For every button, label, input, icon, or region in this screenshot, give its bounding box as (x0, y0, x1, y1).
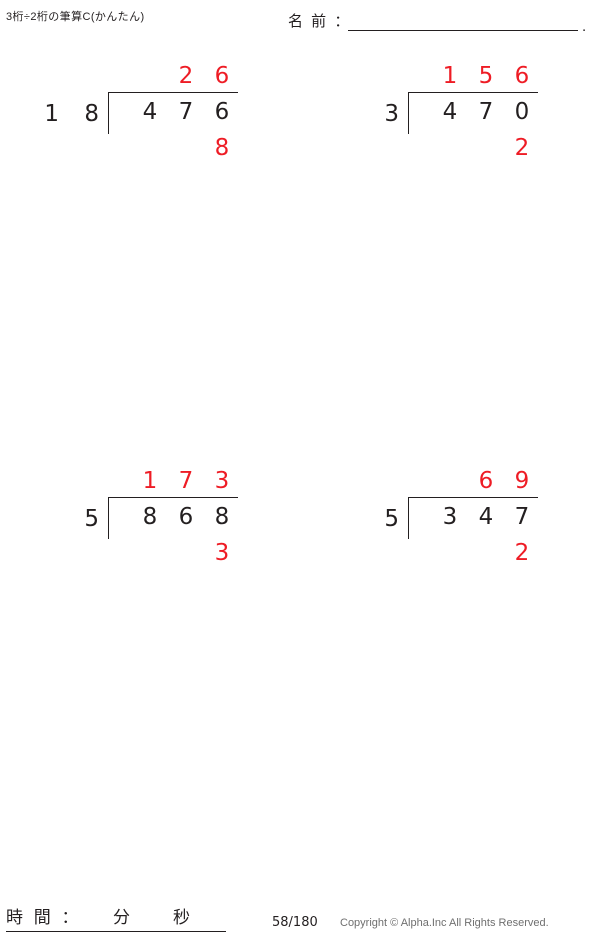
name-input[interactable] (348, 30, 578, 31)
remainder-digit: 3 (214, 540, 230, 566)
page-title: 3桁÷2桁の筆算C(かんたん) (6, 11, 145, 23)
dividend-row: 8 6 8 (118, 504, 240, 530)
remainder-row: 2 (418, 540, 540, 566)
remainder-digit: 2 (514, 135, 530, 161)
dividend-digit: 8 (142, 504, 158, 530)
time-label: 時 間 ： 分 秒 (6, 908, 193, 927)
time-field[interactable]: 時 間 ： 分 秒 (6, 901, 226, 932)
dividend-row: 4 7 6 (118, 99, 240, 125)
quotient-row: 6 9 (418, 468, 540, 494)
name-label: 名 前 ： (288, 13, 352, 30)
divisor: 3 (384, 101, 408, 127)
dividend-digit: 4 (142, 99, 158, 125)
quotient-digit: 2 (178, 63, 194, 89)
dividend-digit: 7 (178, 99, 194, 125)
quotient-digit: 6 (214, 63, 230, 89)
quotient-digit: 3 (214, 468, 230, 494)
worksheet-header: 3桁÷2桁の筆算C(かんたん) 名 前 ： . (0, 0, 600, 46)
division-problem-3: 5 1 7 3 8 6 8 3 (0, 460, 300, 580)
remainder-digit: 2 (514, 540, 530, 566)
dividend-row: 3 4 7 (418, 504, 540, 530)
name-field: 名 前 ： . (288, 8, 594, 36)
division-problem-2: 3 1 5 6 4 7 0 2 (300, 55, 600, 175)
dividend-digit: 0 (514, 99, 530, 125)
dividend-digit: 4 (478, 504, 494, 530)
dividend-digit: 7 (478, 99, 494, 125)
division-problem-1: 1 8 2 6 4 7 6 8 (0, 55, 300, 175)
quotient-row: 1 7 3 (118, 468, 240, 494)
division-bracket-icon (108, 92, 238, 134)
quotient-row: 2 6 (118, 63, 240, 89)
dividend-digit: 6 (178, 504, 194, 530)
remainder-row: 8 (118, 135, 240, 161)
divisor: 1 8 (44, 101, 108, 127)
dividend-digit: 7 (514, 504, 530, 530)
worksheet-footer: 時 間 ： 分 秒 58/180 Copyright © Alpha.Inc A… (0, 896, 600, 944)
divisor: 5 (84, 506, 108, 532)
quotient-digit: 5 (478, 63, 494, 89)
dividend-digit: 6 (214, 99, 230, 125)
quotient-digit: 1 (142, 468, 158, 494)
quotient-row: 1 5 6 (418, 63, 540, 89)
division-bracket-icon (408, 92, 538, 134)
quotient-digit: 6 (514, 63, 530, 89)
remainder-row: 3 (118, 540, 240, 566)
division-problem-4: 5 6 9 3 4 7 2 (300, 460, 600, 580)
remainder-digit: 8 (214, 135, 230, 161)
division-bracket-icon (108, 497, 238, 539)
dividend-digit: 8 (214, 504, 230, 530)
quotient-digit: 1 (442, 63, 458, 89)
page-number: 58/180 (272, 915, 318, 930)
copyright-notice: Copyright © Alpha.Inc All Rights Reserve… (340, 917, 549, 929)
name-period: . (582, 18, 587, 35)
dividend-digit: 3 (442, 504, 458, 530)
division-bracket-icon (408, 497, 538, 539)
dividend-row: 4 7 0 (418, 99, 540, 125)
quotient-digit: 9 (514, 468, 530, 494)
quotient-digit: 7 (178, 468, 194, 494)
quotient-digit: 6 (478, 468, 494, 494)
remainder-row: 2 (418, 135, 540, 161)
divisor: 5 (384, 506, 408, 532)
dividend-digit: 4 (442, 99, 458, 125)
problems-area: 1 8 2 6 4 7 6 8 3 1 5 6 4 7 0 (0, 55, 600, 885)
